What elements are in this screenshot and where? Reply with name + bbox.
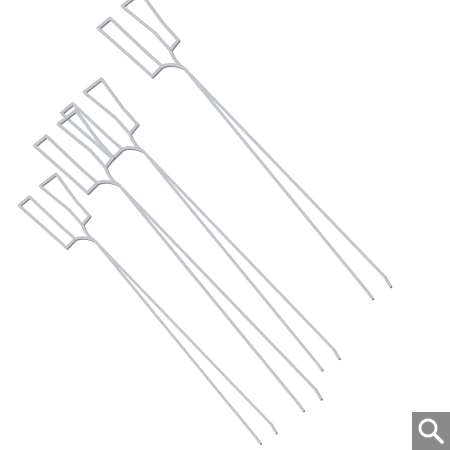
magnifier-icon [418, 418, 444, 444]
zoom-button[interactable] [412, 412, 450, 450]
